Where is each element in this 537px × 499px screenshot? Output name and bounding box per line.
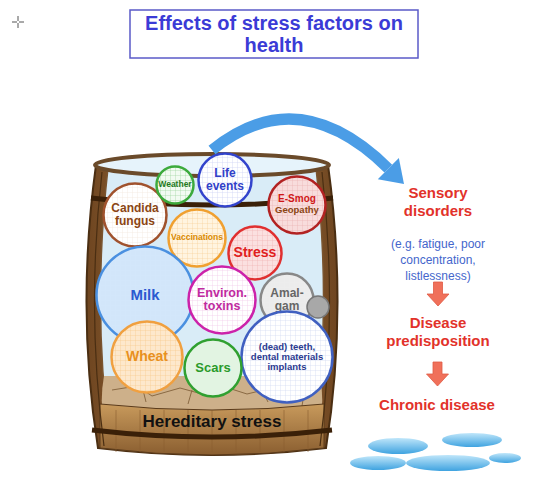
factor-label: Life events	[202, 167, 248, 193]
puddle-blob	[442, 433, 502, 447]
cross-line	[19, 22, 24, 23]
factor-circle	[189, 267, 256, 334]
factor-circle	[199, 154, 252, 207]
factor-label: Milk	[130, 287, 159, 303]
title-box	[130, 10, 418, 58]
arrow-head	[378, 158, 404, 184]
cross-line	[12, 22, 17, 23]
puddle-blob	[350, 456, 406, 470]
outcome-node: Disease predisposition	[378, 306, 498, 362]
stress-factor-circle: Wheat	[110, 320, 184, 394]
circle-text-wrap: Environ. toxins	[187, 265, 257, 335]
factor-label: Weather	[158, 180, 191, 189]
water-puddle	[350, 433, 521, 471]
outcome-heading: Disease predisposition	[378, 314, 498, 350]
factor-circle	[242, 312, 333, 403]
cross-line	[18, 16, 19, 21]
earth-crack	[188, 390, 192, 404]
factor-circle	[112, 322, 183, 393]
factor-label: Wheat	[126, 349, 168, 364]
puddle-blob	[368, 438, 428, 454]
outcome-node: Sensory disorders (e.g. fatigue, poor con…	[368, 184, 508, 282]
block-arrow	[427, 282, 449, 306]
cross-line	[18, 23, 19, 28]
down-arrow	[427, 362, 449, 386]
factor-label: Environ. toxins	[192, 287, 252, 314]
outcome-node: Chronic disease	[352, 386, 522, 422]
factor-label: Stress	[234, 245, 277, 260]
cursor-cross	[12, 16, 24, 28]
stress-factor-circle: Environ. toxins	[187, 265, 257, 335]
factor-circle	[157, 167, 194, 204]
outcome-heading: Chronic disease	[352, 396, 522, 414]
barrel-hoop	[92, 430, 332, 437]
factor-circle	[269, 177, 326, 234]
circle-text-wrap: Life events	[197, 152, 253, 208]
outcome-note: (e.g. fatigue, poor concentration, listl…	[379, 236, 497, 284]
puddle-blob	[489, 453, 521, 463]
barrel-label: Hereditary stress	[82, 412, 342, 432]
stress-factor-circle: (dead) teeth, dental materials implants	[240, 310, 334, 404]
factor-label: Scars	[195, 361, 230, 375]
factor-label: Candida fungus	[108, 202, 162, 228]
barrel-body	[86, 165, 337, 455]
circle-text-wrap: Weather	[155, 165, 195, 205]
stress-factor-circle: Scars	[183, 338, 243, 398]
factor-label: Amal- gam	[267, 287, 307, 313]
factor-label: E-Smog	[278, 194, 316, 205]
stress-factor-circle: Weather	[155, 165, 195, 205]
factor-label: (dead) teeth, dental materials implants	[247, 342, 327, 373]
stress-factor-circle: E-SmogGeopathy	[267, 175, 327, 235]
circle-text-wrap: (dead) teeth, dental materials implants	[240, 310, 334, 404]
circle-text-wrap: Scars	[183, 338, 243, 398]
barrel-node: Hereditary stress Candida fungus Weather Li…	[82, 150, 342, 460]
circle-text-wrap: E-SmogGeopathy	[267, 175, 327, 235]
puddle-blob	[406, 455, 490, 471]
block-arrow	[427, 362, 449, 386]
stave-line	[140, 410, 141, 452]
outcome-heading: Sensory disorders	[373, 184, 503, 220]
diagram-title: Effects of stress factors on health	[144, 12, 404, 56]
circle-text-wrap: Wheat	[110, 320, 184, 394]
small-grey-circle	[307, 296, 329, 318]
stress-factor-circle: Life events	[197, 152, 253, 208]
factor-label: Geopathy	[275, 205, 319, 215]
factor-label: Vaccinations	[171, 233, 223, 242]
down-arrow	[427, 282, 449, 306]
factor-circle	[185, 340, 242, 397]
stave-line	[284, 410, 285, 452]
